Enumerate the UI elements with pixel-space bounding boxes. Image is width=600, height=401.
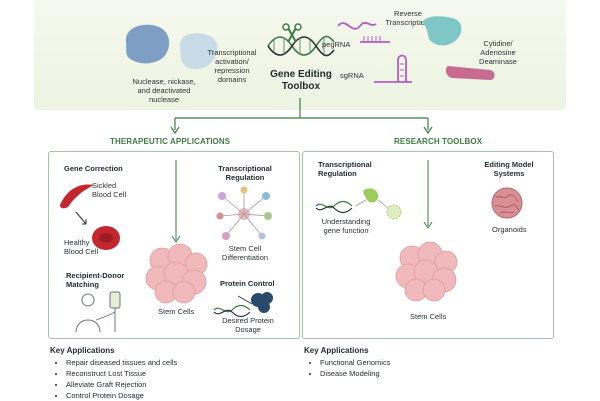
dna-scissors-icon xyxy=(267,23,335,57)
research-transcriptional-title: Transcriptional Regulation xyxy=(318,160,372,178)
deaminase-label: Cytidine/ Adenosine Deaminase xyxy=(479,39,517,66)
toolbox-title: Gene Editing Toolbox xyxy=(270,69,332,92)
therapeutic-key-applications-title: Key Applications xyxy=(50,346,115,355)
recipient-donor-title: Recipient-Donor Matching xyxy=(66,271,125,289)
pegrna-icon xyxy=(337,21,390,43)
sickled-cell-label: Sickled Blood Cell xyxy=(92,181,127,199)
research-key-applications-title: Key Applications xyxy=(304,346,369,355)
reverse-transcriptase-label: Reverse Transcriptase xyxy=(385,9,431,27)
therapeutic-down-arrow xyxy=(171,160,181,243)
protein-dosage-icon xyxy=(213,292,273,318)
deaminase-icon xyxy=(445,66,495,80)
nuclease-protein-icon xyxy=(125,24,218,70)
understanding-gene-function-label: Understanding gene function xyxy=(321,217,371,235)
list-item: Functional Genomics xyxy=(320,357,560,368)
stem-cells-cluster-icon xyxy=(145,243,208,304)
therapeutic-transcriptional-title: Transcriptional Regulation xyxy=(218,164,272,182)
healthy-cell-label: Healthy Blood Cell xyxy=(64,238,99,256)
therapeutic-applications-title: THERAPEUTIC APPLICATIONS xyxy=(110,137,231,146)
transcriptional-domains-label: Transcriptional activation/ repression d… xyxy=(207,48,257,84)
organoids-label: Organoids xyxy=(492,225,527,234)
stem-cell-differentiation-icon xyxy=(216,186,272,240)
gene-correction-title: Gene Correction xyxy=(64,164,123,173)
pegrna-label: pegRNA xyxy=(322,40,351,49)
research-key-applications-list: Functional Genomics Disease Modeling xyxy=(306,357,560,379)
list-item: Reconstruct Lost Tissue xyxy=(66,368,306,379)
research-down-arrow xyxy=(423,160,433,229)
protein-control-title: Protein Control xyxy=(220,279,275,288)
list-item: Control Protein Dosage xyxy=(66,390,306,401)
list-item: Disease Modeling xyxy=(320,368,560,379)
list-item: Repair diseased tissues and cells xyxy=(66,357,306,368)
patient-iv-icon xyxy=(75,291,121,333)
sgrna-icon xyxy=(374,54,412,83)
research-stem-cells-icon xyxy=(395,241,458,302)
organoid-icon xyxy=(491,187,523,219)
transition-arrow xyxy=(75,211,87,225)
gene-editing-toolbox-panel xyxy=(34,0,566,110)
therapeutic-applications-panel xyxy=(48,151,300,339)
sickled-blood-cell-icon xyxy=(60,184,94,209)
research-stem-cells-label: Stem Cells xyxy=(410,312,447,321)
nuclease-label: Nuclease, nickase, and deactivated nucle… xyxy=(132,77,196,104)
reverse-transcriptase-icon xyxy=(422,16,462,46)
desired-protein-label: Desired Protein Dosage xyxy=(222,316,274,334)
therapeutic-stem-cells-label: Stem Cells xyxy=(158,307,195,316)
sgrna-label: sgRNA xyxy=(340,71,364,80)
stem-cell-differentiation-label: Stem Cell Differentiation xyxy=(221,244,269,262)
research-toolbox-title: RESEARCH TOOLBOX xyxy=(394,137,483,146)
gene-function-icon xyxy=(315,188,402,220)
therapeutic-key-applications-list: Repair diseased tissues and cells Recons… xyxy=(52,357,306,401)
healthy-blood-cell-icon xyxy=(92,226,120,250)
editing-model-title: Editing Model Systems xyxy=(484,160,534,178)
list-item: Alleviate Graft Rejection xyxy=(66,379,306,390)
